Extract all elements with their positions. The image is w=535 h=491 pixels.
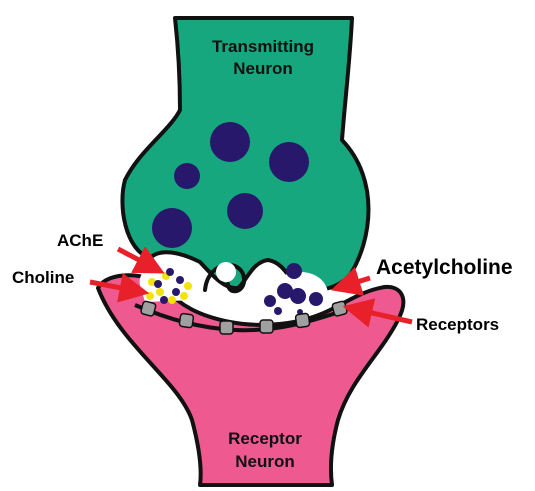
vesicle xyxy=(269,142,309,182)
vesicle xyxy=(174,163,200,189)
choline-label: Choline xyxy=(12,268,74,287)
ache-enzyme xyxy=(154,280,162,288)
ache-enzyme xyxy=(166,268,174,276)
choline-molecule xyxy=(168,296,176,304)
receptors-label: Receptors xyxy=(416,315,499,334)
receptor-neuron-label-line2: Neuron xyxy=(235,452,295,471)
receptor xyxy=(295,313,310,328)
acetylcholine-molecule xyxy=(309,292,323,306)
receptor xyxy=(179,313,194,328)
acetylcholine-molecule xyxy=(264,295,276,307)
vesicle xyxy=(152,208,192,248)
ache-enzyme xyxy=(176,276,184,284)
vesicle xyxy=(210,122,250,162)
receptor xyxy=(140,301,156,317)
choline-molecule xyxy=(184,282,192,290)
ache-label: AChE xyxy=(57,231,103,250)
acetylcholine-molecule xyxy=(290,288,306,304)
receptor xyxy=(220,321,233,334)
vesicle xyxy=(227,193,263,229)
ache-enzyme xyxy=(160,296,168,304)
acetylcholine-molecule xyxy=(286,263,302,279)
acetylcholine-label: Acetylcholine xyxy=(376,256,513,279)
choline-molecule xyxy=(156,288,164,296)
receptor xyxy=(332,301,348,317)
receptor xyxy=(260,320,273,333)
ache-enzyme xyxy=(172,288,180,296)
choline-molecule xyxy=(146,292,154,300)
transmitting-neuron-label-line2: Neuron xyxy=(233,59,293,78)
receptor-neuron-label-line1: Receptor xyxy=(228,429,302,448)
release-pocket xyxy=(216,262,236,282)
acetylcholine-molecule xyxy=(274,307,282,315)
choline-molecule xyxy=(180,292,188,300)
transmitting-neuron-label-line1: Transmitting xyxy=(212,37,314,56)
